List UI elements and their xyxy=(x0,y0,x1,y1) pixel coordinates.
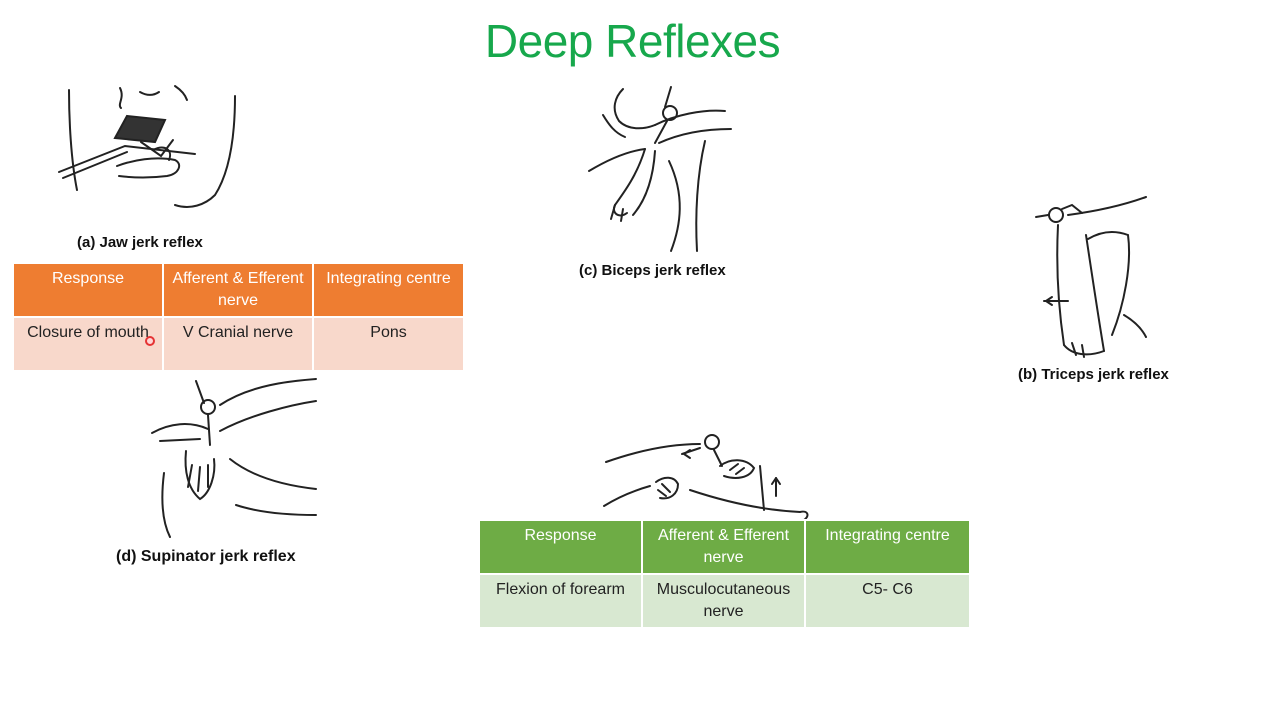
cell-nerve: Musculocutaneous nerve xyxy=(641,573,806,629)
biceps-reflex-table: Response Afferent & Efferent nerve Integ… xyxy=(478,519,971,629)
cell-centre: C5- C6 xyxy=(804,573,971,629)
jaw-reflex-table: Response Afferent & Efferent nerve Integ… xyxy=(12,262,465,372)
header-nerve: Afferent & Efferent nerve xyxy=(162,262,314,318)
table-row: Closure of mouth V Cranial nerve Pons xyxy=(12,316,465,372)
cell-response: Flexion of forearm xyxy=(478,573,643,629)
cell-response: Closure of mouth xyxy=(12,316,164,372)
triceps-jerk-illustration xyxy=(1028,195,1153,360)
supinator-jerk-illustration xyxy=(140,375,320,540)
table-header-row: Response Afferent & Efferent nerve Integ… xyxy=(12,262,465,318)
knee-jerk-illustration xyxy=(600,430,815,522)
jaw-jerk-illustration xyxy=(55,80,245,230)
table-row: Flexion of forearm Musculocutaneous nerv… xyxy=(478,573,971,629)
jaw-jerk-caption: (a) Jaw jerk reflex xyxy=(77,234,203,251)
cell-centre: Pons xyxy=(312,316,465,372)
table-header-row: Response Afferent & Efferent nerve Integ… xyxy=(478,519,971,575)
page-title: Deep Reflexes xyxy=(484,15,781,67)
header-centre: Integrating centre xyxy=(312,262,465,318)
header-centre: Integrating centre xyxy=(804,519,971,575)
supinator-jerk-caption: (d) Supinator jerk reflex xyxy=(116,548,296,565)
header-response: Response xyxy=(478,519,643,575)
header-nerve: Afferent & Efferent nerve xyxy=(641,519,806,575)
header-response: Response xyxy=(12,262,164,318)
biceps-jerk-caption: (c) Biceps jerk reflex xyxy=(579,262,726,279)
cursor-pointer-icon xyxy=(145,336,155,346)
biceps-jerk-illustration xyxy=(585,85,735,255)
cell-nerve: V Cranial nerve xyxy=(162,316,314,372)
triceps-jerk-caption: (b) Triceps jerk reflex xyxy=(1018,366,1169,383)
